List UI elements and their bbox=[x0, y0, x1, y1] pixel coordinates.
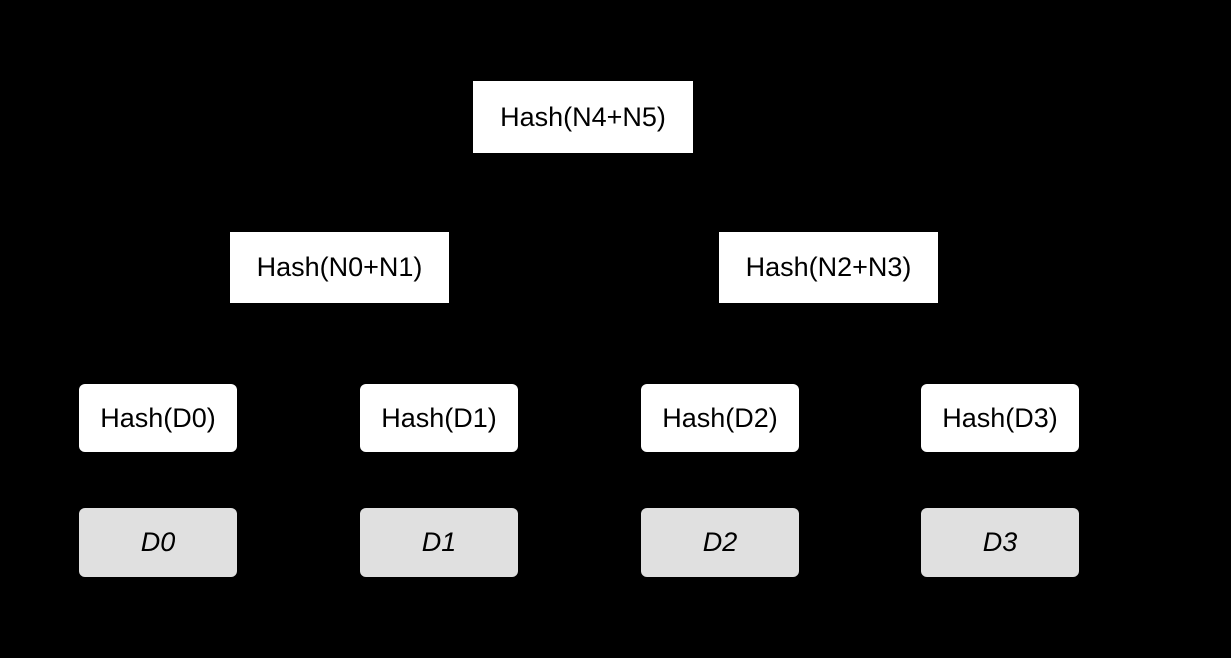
node-d2: D2 bbox=[641, 508, 799, 577]
node-label-d0: D0 bbox=[140, 527, 176, 557]
node-label-d3: D3 bbox=[982, 527, 1018, 557]
node-label-n2: Hash(D2) bbox=[662, 402, 778, 433]
node-d0: D0 bbox=[79, 508, 237, 577]
node-label-n5: Hash(N2+N3) bbox=[745, 252, 912, 282]
node-label-root: Hash(N4+N5) bbox=[500, 101, 666, 132]
node-n2: Hash(D2) bbox=[641, 384, 799, 452]
node-root: Hash(N4+N5) bbox=[473, 81, 693, 153]
node-label-n1: Hash(D1) bbox=[381, 402, 497, 433]
node-d3: D3 bbox=[921, 508, 1079, 577]
node-label-d2: D2 bbox=[702, 527, 738, 557]
node-n1: Hash(D1) bbox=[360, 384, 518, 452]
node-label-n3: Hash(D3) bbox=[942, 402, 1058, 433]
node-n3: Hash(D3) bbox=[921, 384, 1079, 452]
node-label-d1: D1 bbox=[421, 527, 457, 557]
node-label-n0: Hash(D0) bbox=[100, 402, 216, 433]
node-label-n4: Hash(N0+N1) bbox=[256, 252, 423, 282]
node-n5: Hash(N2+N3) bbox=[719, 232, 938, 303]
node-n0: Hash(D0) bbox=[79, 384, 237, 452]
node-n4: Hash(N0+N1) bbox=[230, 232, 449, 303]
node-d1: D1 bbox=[360, 508, 518, 577]
